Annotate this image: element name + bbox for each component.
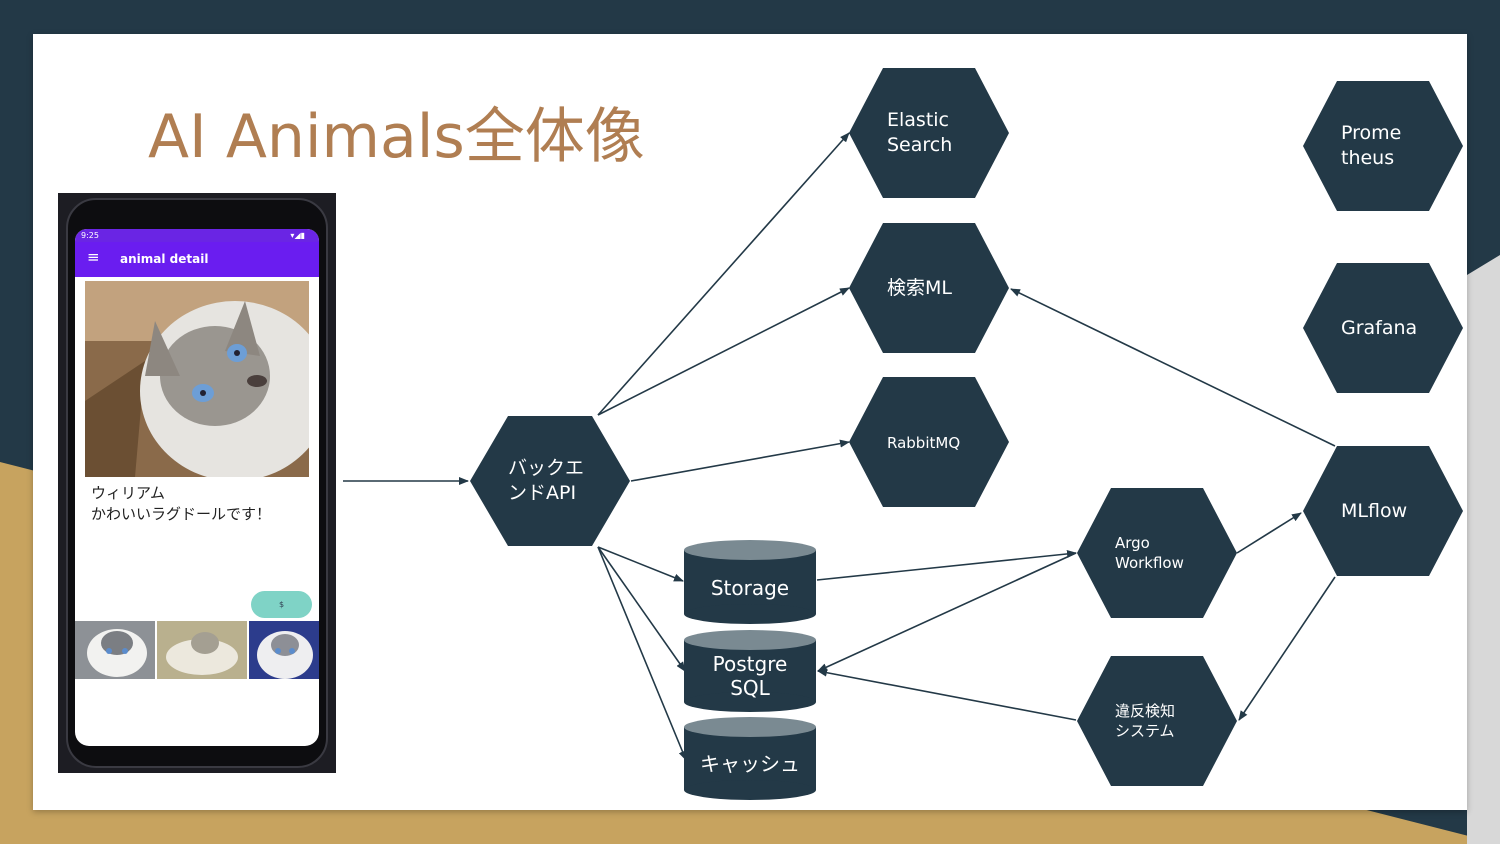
label-violation-detection: 違反検知 システム	[1115, 702, 1176, 740]
node-violation-detection[interactable]	[1077, 656, 1237, 786]
label-prometheus: Prome theus	[1341, 122, 1402, 169]
connector-arrows	[343, 132, 1336, 761]
arrow-violation-to-postgres	[817, 668, 1077, 721]
animal-name: ウィリアム	[91, 484, 165, 502]
label-mlflow: MLflow	[1341, 500, 1408, 522]
cat-photo	[85, 281, 309, 477]
arrow-argo-to-postgres	[817, 552, 1077, 672]
thumbnail-cat-2[interactable]	[157, 621, 247, 679]
node-grafana[interactable]	[1303, 263, 1463, 393]
label-elastic-search: Elastic Search	[887, 109, 953, 156]
label-argo-workflow: Argo Workflow	[1115, 534, 1184, 572]
thumbnail-cat-1[interactable]	[75, 621, 155, 679]
arrow-storage-to-argo	[816, 549, 1077, 581]
hexagon-nodes	[470, 68, 1463, 786]
cylinder-storage[interactable]	[684, 540, 816, 624]
phone-screen: 9:25 ▾◢▮ ≡ animal detail ウィリアム かわいいラグドール…	[75, 229, 319, 746]
app-bar: ≡ animal detail	[75, 242, 319, 277]
node-prometheus[interactable]	[1303, 81, 1463, 211]
background-light-stripe	[1467, 255, 1500, 844]
thumbnail-strip	[75, 621, 319, 679]
label-storage: Storage	[710, 576, 790, 600]
node-rabbitmq[interactable]	[849, 377, 1009, 507]
label-backend-api: バックエ ンドAPI	[508, 457, 585, 504]
label-search-ml: 検索ML	[887, 277, 952, 299]
arrow-backend-to-rabbitmq	[630, 439, 850, 482]
node-elastic-search[interactable]	[849, 68, 1009, 198]
app-title: animal detail	[120, 252, 209, 266]
node-mlflow[interactable]	[1303, 446, 1463, 576]
menu-icon[interactable]: ≡	[87, 248, 100, 266]
thumbnail-cat-3[interactable]	[249, 621, 319, 679]
node-search-ml[interactable]	[849, 223, 1009, 353]
status-icons: ▾◢▮	[290, 231, 305, 240]
label-rabbitmq: RabbitMQ	[887, 434, 961, 452]
status-bar: 9:25 ▾◢▮	[75, 229, 319, 242]
arrow-backend-to-searchml	[597, 287, 850, 416]
slide-title: AI Animals全体像	[148, 102, 645, 172]
animal-caption: かわいいラグドールです！	[91, 505, 272, 523]
status-time: 9:25	[81, 231, 99, 240]
cylinder-cache[interactable]	[684, 717, 816, 800]
arrow-backend-to-postgres	[597, 546, 686, 672]
node-backend-api[interactable]	[470, 416, 630, 546]
cylinder-postgres[interactable]	[684, 630, 816, 712]
node-argo-workflow[interactable]	[1077, 488, 1237, 618]
label-postgres: Postgre SQL	[712, 652, 788, 700]
arrow-mlflow-to-violation	[1238, 576, 1336, 721]
arrow-backend-to-cache	[597, 546, 687, 761]
like-button[interactable]: $	[251, 591, 312, 618]
arrow-mlflow-to-searchml	[1010, 288, 1336, 447]
label-grafana: Grafana	[1341, 317, 1418, 339]
arrow-backend-to-storage	[597, 546, 684, 582]
label-cache: キャッシュ	[700, 752, 800, 776]
arrow-backend-to-elastic	[597, 132, 850, 416]
arrow-argo-to-mlflow	[1236, 512, 1302, 554]
animal-description: ウィリアム かわいいラグドールです！	[91, 483, 271, 525]
